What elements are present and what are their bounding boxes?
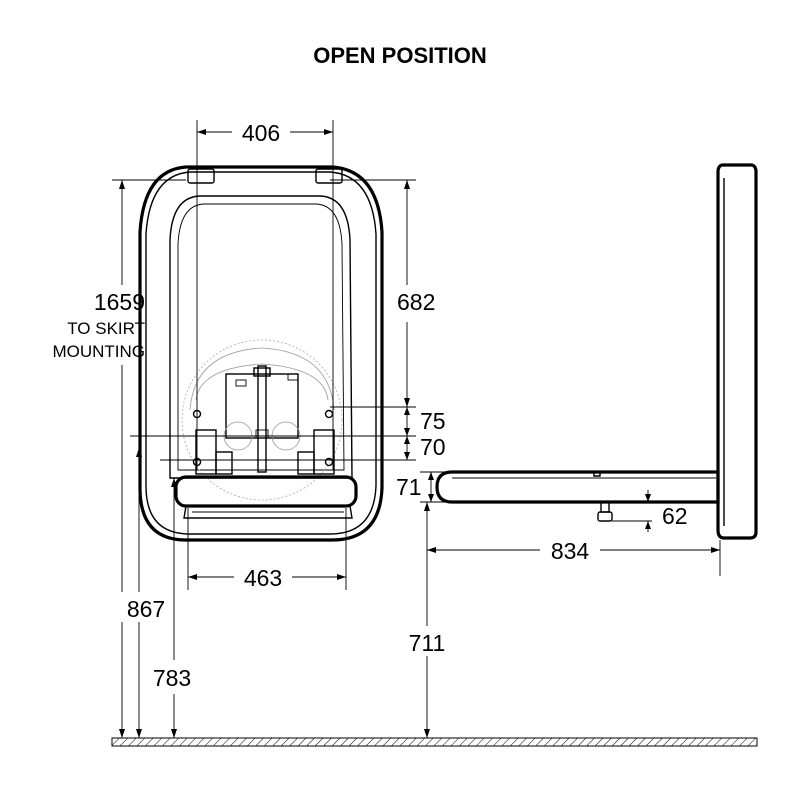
hinge-bracket-right-inner <box>297 451 315 475</box>
front-view <box>138 165 384 542</box>
side-panel-outline <box>716 163 758 540</box>
hinge-bracket-left-inner <box>215 451 233 475</box>
floor-hatch <box>111 737 758 747</box>
dim-711: 711 <box>400 502 454 738</box>
rod-collar <box>255 429 269 439</box>
dim-75-label: 75 <box>420 408 446 434</box>
mechanism-outline <box>181 339 343 501</box>
panel-inner-edge <box>145 171 377 535</box>
dim-867-label: 867 <box>127 596 165 622</box>
dim-75: 75 <box>130 406 446 437</box>
side-view <box>435 163 758 540</box>
dim-71: 71 <box>396 471 452 503</box>
dim-1659: 1659 TO SKIRT MOUNTING <box>52 179 186 738</box>
dim-867: 867 <box>118 448 170 738</box>
dim-711-label: 711 <box>409 630 446 656</box>
dim-71-label: 71 <box>396 474 422 500</box>
dim-70: 70 <box>160 434 446 461</box>
central-rod <box>257 365 267 473</box>
top-bracket-right <box>315 168 343 184</box>
dim-834: 834 <box>426 502 721 738</box>
dim-62-label: 62 <box>662 503 688 529</box>
dim-70-label: 70 <box>420 434 446 460</box>
dim-463-label: 463 <box>244 565 282 591</box>
dim-783-label: 783 <box>153 665 191 691</box>
bolt-hole-upper-right <box>324 409 334 419</box>
floor <box>111 737 758 747</box>
hinge-bracket-left-outer <box>195 429 217 475</box>
tray-notch <box>593 472 601 477</box>
mechanism-arc-outer <box>189 347 335 411</box>
drawing-title: OPEN POSITION <box>313 43 487 68</box>
dim-834-label: 834 <box>551 538 590 564</box>
dim-682-label: 682 <box>397 289 435 315</box>
dim-1659-note-2: MOUNTING <box>52 342 145 361</box>
support-foot <box>597 511 613 522</box>
dim-783: 783 <box>153 478 191 738</box>
plate-slot-right <box>287 373 299 381</box>
plate-slot-left <box>235 379 247 387</box>
backing-plate <box>225 373 299 439</box>
dim-1659-label: 1659 <box>94 289 145 315</box>
hinge-bracket-right-outer <box>313 429 335 475</box>
dim-406: 406 <box>196 120 334 470</box>
top-bracket-left <box>187 168 215 184</box>
dim-682: 682 <box>330 179 435 407</box>
side-tray-outline <box>435 470 720 504</box>
tray-lower-lip <box>183 505 353 519</box>
mechanism-arc <box>195 363 329 401</box>
bolt-hole-lower-right <box>324 457 334 467</box>
dim-62: 62 <box>612 490 688 532</box>
tray-front-edge <box>174 475 358 508</box>
dim-463: 463 <box>187 508 347 591</box>
rod-cap <box>253 367 271 377</box>
dim-1659-note-1: TO SKIRT <box>67 319 145 338</box>
dim-406-label: 406 <box>242 120 280 146</box>
panel-outer-shell <box>138 165 384 542</box>
panel-recess-inner <box>177 203 345 471</box>
